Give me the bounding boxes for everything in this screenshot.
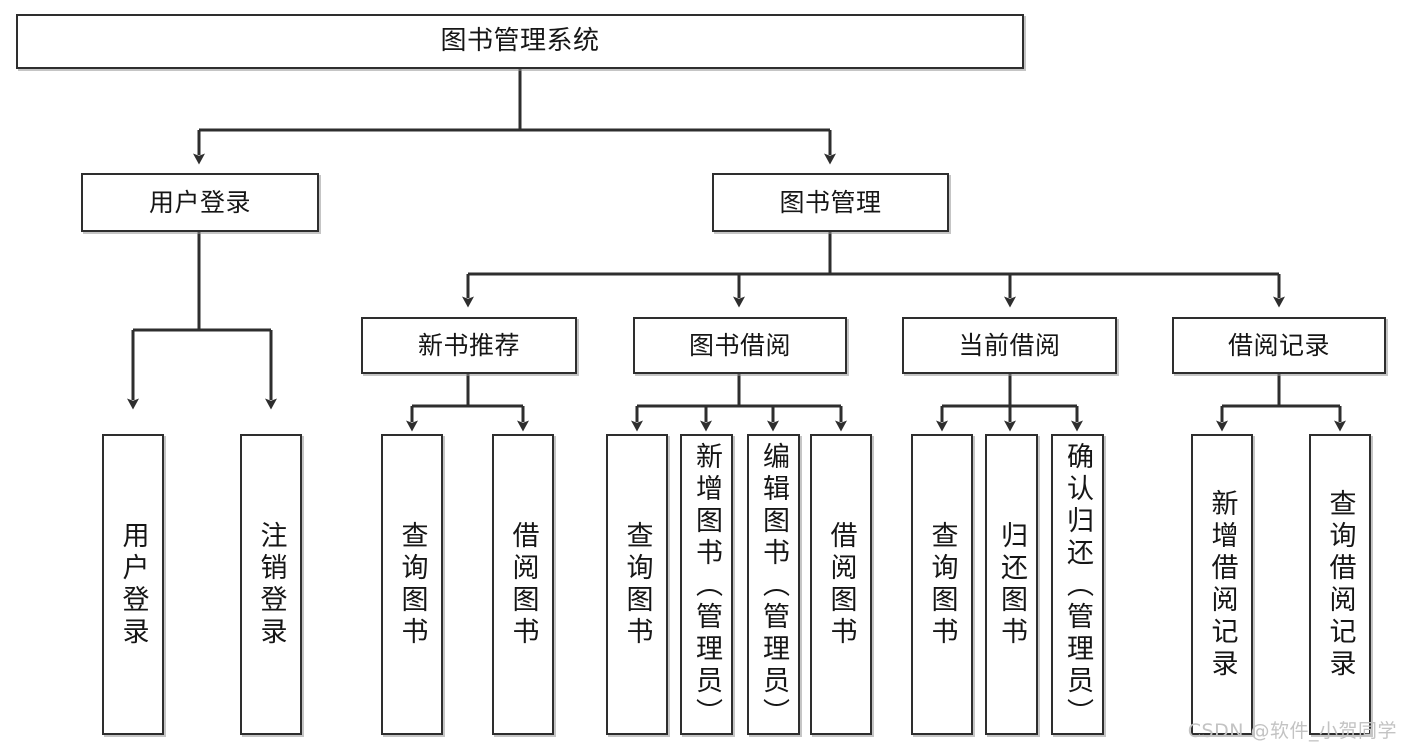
node-label: 查询图书 bbox=[926, 520, 958, 649]
node-root-book-management-system[interactable]: 图书管理系统 bbox=[16, 14, 1024, 69]
node-label: 借阅图书 bbox=[507, 520, 539, 649]
node-label: 借阅图书 bbox=[825, 520, 857, 649]
node-label: 新书推荐 bbox=[417, 330, 520, 360]
node-label: 新增借阅记录 bbox=[1206, 488, 1238, 681]
csdn-watermark: CSDN @软件_小贺同学 bbox=[1187, 720, 1397, 742]
node-label: 当前借阅 bbox=[958, 330, 1061, 360]
node-current-borrow[interactable]: 当前借阅 bbox=[902, 317, 1117, 374]
leaf-new-book-borrow-book[interactable]: 借阅图书 bbox=[492, 434, 554, 735]
leaf-user-login-logout[interactable]: 注销登录 bbox=[240, 434, 302, 735]
leaf-current-borrow-confirm-return-admin[interactable]: 确认归还（管理员） bbox=[1051, 434, 1104, 735]
leaf-book-borrow-borrow-book[interactable]: 借阅图书 bbox=[810, 434, 872, 735]
node-label: 归还图书 bbox=[996, 520, 1027, 649]
leaf-current-borrow-query-book[interactable]: 查询图书 bbox=[911, 434, 973, 735]
leaf-borrow-record-add-record[interactable]: 新增借阅记录 bbox=[1191, 434, 1253, 735]
leaf-current-borrow-return-book[interactable]: 归还图书 bbox=[985, 434, 1038, 735]
node-label: 注销登录 bbox=[255, 520, 287, 649]
node-label: 查询借阅记录 bbox=[1324, 488, 1356, 681]
leaf-user-login-login[interactable]: 用户登录 bbox=[102, 434, 164, 735]
node-label: 图书管理系统 bbox=[440, 26, 600, 57]
node-book-management[interactable]: 图书管理 bbox=[712, 173, 949, 232]
node-new-book-recommend[interactable]: 新书推荐 bbox=[361, 317, 577, 374]
node-label: 查询图书 bbox=[396, 520, 428, 649]
leaf-book-borrow-add-book-admin[interactable]: 新增图书（管理员） bbox=[680, 434, 733, 735]
node-label: 用户登录 bbox=[117, 520, 149, 649]
node-label: 用户登录 bbox=[148, 187, 251, 217]
node-user-login[interactable]: 用户登录 bbox=[81, 173, 319, 232]
node-label: 新增图书（管理员） bbox=[691, 442, 722, 730]
leaf-book-borrow-edit-book-admin[interactable]: 编辑图书（管理员） bbox=[747, 434, 800, 735]
leaf-book-borrow-query-book[interactable]: 查询图书 bbox=[606, 434, 668, 735]
leaf-new-book-query-book[interactable]: 查询图书 bbox=[381, 434, 443, 735]
leaf-borrow-record-query-record[interactable]: 查询借阅记录 bbox=[1309, 434, 1371, 735]
node-book-borrow[interactable]: 图书借阅 bbox=[633, 317, 847, 374]
node-label: 编辑图书（管理员） bbox=[758, 442, 789, 730]
node-borrow-record[interactable]: 借阅记录 bbox=[1172, 317, 1386, 374]
node-label: 查询图书 bbox=[621, 520, 653, 649]
node-label: 确认归还（管理员） bbox=[1062, 442, 1093, 730]
node-label: 借阅记录 bbox=[1227, 330, 1330, 360]
node-label: 图书借阅 bbox=[688, 330, 791, 360]
node-label: 图书管理 bbox=[779, 187, 882, 217]
